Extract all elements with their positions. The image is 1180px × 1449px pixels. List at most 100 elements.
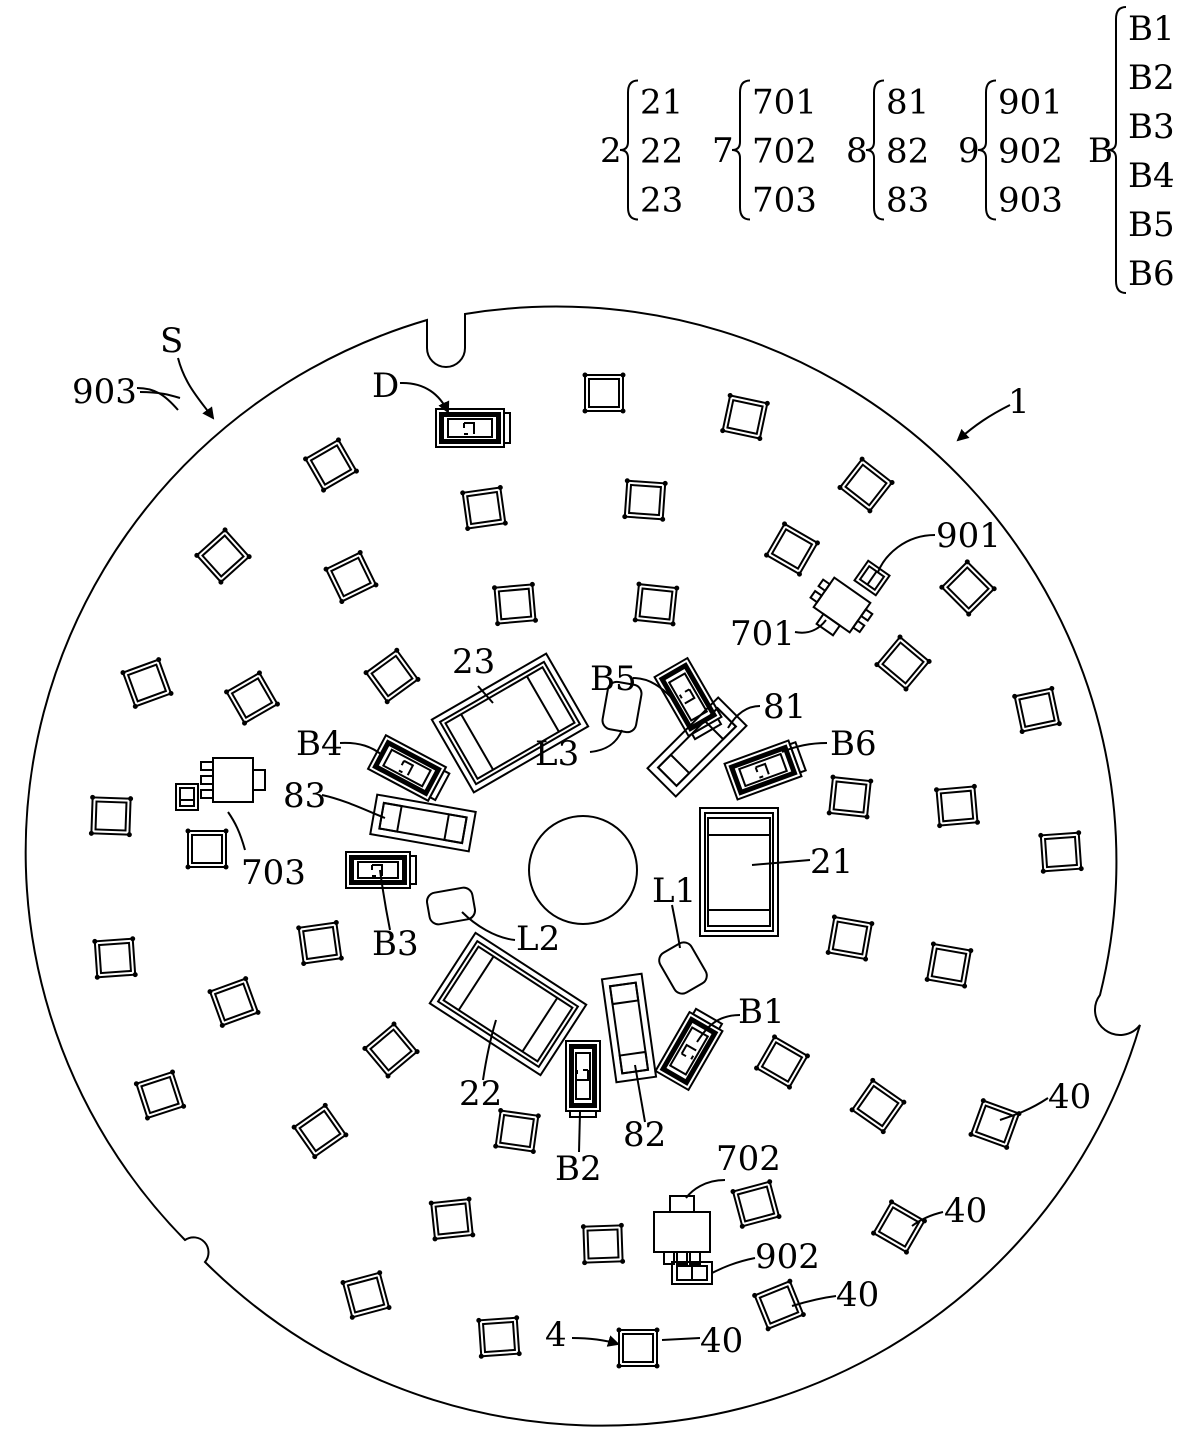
legend-item: 702: [752, 132, 817, 172]
label-903: 903: [72, 372, 137, 412]
led-pad: [207, 976, 261, 1028]
led-pad: [720, 392, 770, 442]
led-pad: [1012, 685, 1062, 735]
led-pad: [92, 936, 138, 980]
component-l2: [425, 886, 477, 926]
led-pad: [874, 634, 932, 692]
component-b6: [723, 739, 807, 801]
led-pad: [939, 559, 997, 617]
led-pad: [303, 437, 359, 493]
component-902: [671, 1261, 713, 1285]
label-81: 81: [763, 687, 806, 727]
led-pad: [296, 920, 344, 966]
component-l3: [601, 680, 643, 734]
label-l3: L3: [535, 734, 579, 774]
led-pad: [582, 372, 626, 414]
label-b1: B1: [738, 992, 785, 1032]
legend-item: 902: [998, 132, 1063, 172]
label-1: 1: [1008, 382, 1030, 422]
led-pad: [616, 1327, 660, 1369]
legend-item: 903: [998, 181, 1063, 221]
legend-item: 22: [640, 132, 683, 172]
legend-item: 82: [886, 132, 929, 172]
component-b1: [654, 1007, 724, 1092]
legend-item: B4: [1128, 156, 1175, 196]
label-b6: B6: [830, 724, 877, 764]
label-d: D: [372, 366, 399, 406]
led-pad: [492, 581, 538, 627]
label-23: 23: [452, 642, 495, 682]
label-s: S: [160, 321, 183, 361]
component-b3: [345, 851, 417, 889]
labels: S 1 D 901 701 23 B5 81 B4 B6 903 83 L3 7…: [72, 321, 1091, 1361]
components: [175, 408, 891, 1285]
legend-key-8: 8: [846, 131, 868, 171]
component-b2: [565, 1040, 601, 1118]
led-pad: [580, 1222, 626, 1266]
legend-item: B5: [1128, 205, 1175, 245]
component-l1: [658, 941, 708, 995]
label-b3: B3: [372, 924, 419, 964]
label-21: 21: [810, 842, 853, 882]
legend-item: 23: [640, 181, 683, 221]
component-d: [435, 408, 511, 448]
led-pad: [291, 1102, 349, 1160]
legend-brace: [731, 79, 751, 221]
led-pad: [476, 1315, 522, 1359]
legend-item: 901: [998, 83, 1063, 123]
legend-brace: [1107, 6, 1127, 294]
component-21: [699, 807, 779, 937]
label-l1: L1: [652, 871, 696, 911]
legend-key-7: 7: [712, 131, 734, 171]
led-pad: [826, 774, 874, 820]
component-23: [430, 652, 590, 794]
legend-item: B3: [1128, 107, 1175, 147]
label-b5: B5: [590, 659, 637, 699]
legend-item: 21: [640, 83, 683, 123]
led-pad: [968, 1098, 1022, 1150]
led-pad: [340, 1270, 392, 1320]
label-703: 703: [241, 853, 306, 893]
label-40-c: 40: [836, 1275, 879, 1315]
label-83: 83: [283, 776, 326, 816]
led-pad: [133, 1069, 187, 1121]
component-83: [369, 793, 477, 853]
label-701: 701: [730, 614, 795, 654]
legend-item: 81: [886, 83, 929, 123]
label-702: 702: [716, 1139, 781, 1179]
led-pad: [493, 1108, 541, 1154]
legend-brace: [619, 79, 639, 221]
led-pad: [632, 581, 680, 627]
label-902: 902: [755, 1237, 820, 1277]
legend-item: 701: [752, 83, 817, 123]
label-b2: B2: [555, 1149, 602, 1189]
label-22: 22: [459, 1074, 502, 1114]
label-82: 82: [623, 1115, 666, 1155]
label-901: 901: [936, 516, 1001, 556]
legend: 2212223770170270388182839901902903BB1B2B…: [600, 6, 1175, 294]
legend-brace: [865, 79, 885, 221]
component-702: [653, 1195, 711, 1265]
led-pad: [428, 1196, 476, 1242]
led-pad: [120, 657, 174, 709]
label-40-d: 40: [700, 1321, 743, 1361]
label-l2: L2: [516, 919, 560, 959]
component-901: [853, 559, 891, 597]
led-pad: [764, 521, 820, 577]
component-701: [809, 576, 874, 637]
led-pad: [825, 914, 875, 962]
legend-key-2: 2: [600, 131, 622, 171]
led-pad: [323, 549, 379, 605]
led-pad: [194, 527, 252, 585]
led-pad: [924, 941, 974, 989]
component-703: [200, 757, 266, 803]
led-pad: [363, 647, 421, 705]
led-pad: [871, 1199, 927, 1255]
label-40-a: 40: [1048, 1077, 1091, 1117]
led-pad: [224, 670, 280, 726]
component-b5: [653, 656, 723, 741]
component-b4: [366, 733, 451, 803]
led-pad: [837, 456, 895, 514]
board-outline: [24, 305, 1141, 1427]
